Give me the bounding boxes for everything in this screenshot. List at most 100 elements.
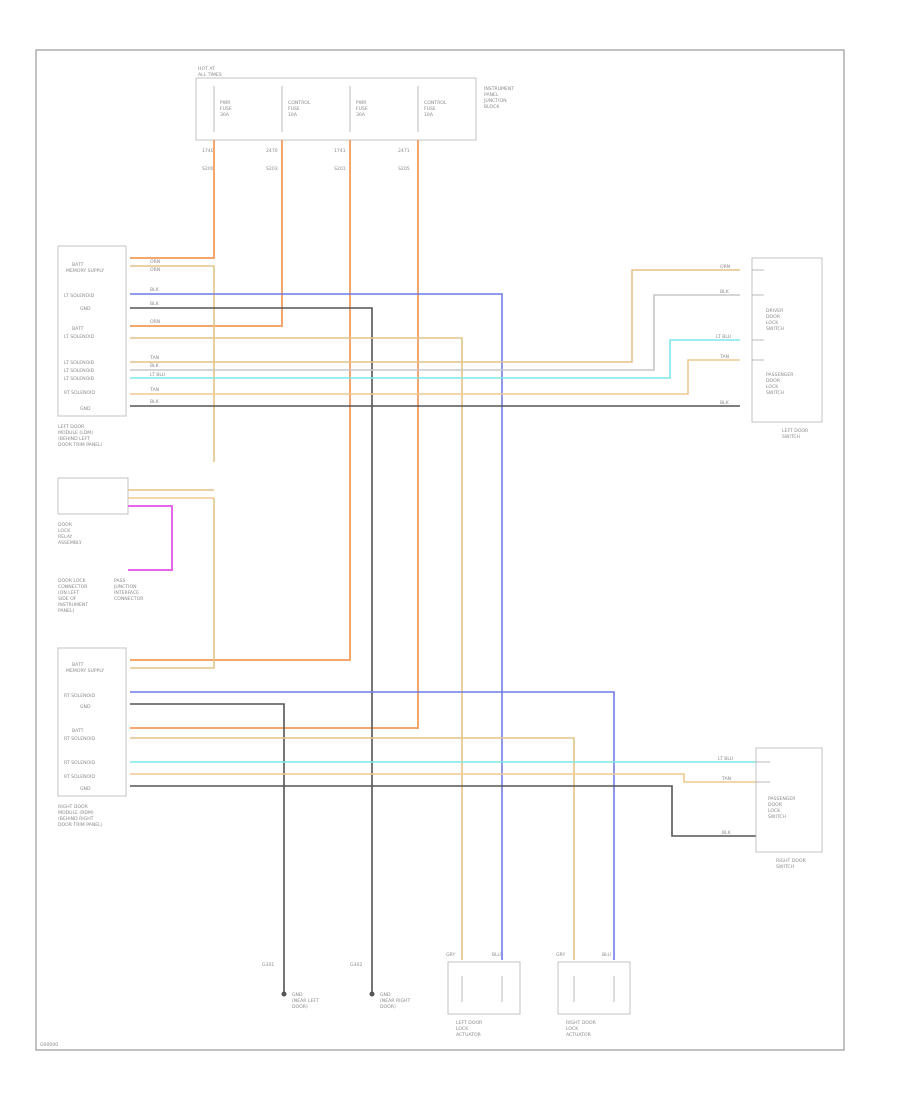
wire-tan-ldm-2 <box>130 337 463 960</box>
right-door-switch: PASSENGER DOOR LOCK SWITCH RIGHT DOOR SW… <box>718 747 823 870</box>
wire-orange-2 <box>130 140 283 327</box>
ldm-pin-label: GND <box>80 306 91 312</box>
wire-tan-rdm-1 <box>130 498 215 669</box>
ground-g302: G302 GND (NEAR RIGHT DOOR) <box>350 962 410 1010</box>
actuator-label: LOCK <box>456 1026 469 1032</box>
right-switch-label: RIGHT DOOR <box>776 858 807 864</box>
wire-dark-rdm-2 <box>130 785 756 837</box>
ldm-wire-labels: ORN ORN BLK BLK ORN TAN BLK LT BLU TAN B… <box>149 259 165 405</box>
ldm-pin-label: LT SOLENOID <box>64 376 95 382</box>
ldm-pin-label: BATT <box>72 326 84 332</box>
switch-sub-label: SWITCH <box>768 814 786 820</box>
switch-sub-label: LOCK <box>766 384 779 390</box>
ground-label: DOOR) <box>292 1004 308 1010</box>
relay-callout: CONNECTOR <box>114 596 144 602</box>
actuator-label: LOCK <box>566 1026 579 1032</box>
relay-callout: JUNCTION <box>113 584 137 590</box>
ldm-outline <box>57 245 127 417</box>
fuse-block-outline <box>195 77 477 141</box>
ground-label: GND <box>292 992 303 998</box>
wire-label: BLU <box>492 952 501 958</box>
actuator-label: ACTUATOR <box>456 1032 482 1038</box>
splice-label: S205 <box>398 166 410 172</box>
wire-label: BLU <box>602 952 611 958</box>
rdm-label: (BEHIND RIGHT <box>58 816 94 822</box>
ldm-label: (BEHIND LEFT <box>58 436 90 442</box>
wire-label: ORN <box>720 264 730 270</box>
ground-label: GND <box>380 992 391 998</box>
rdm-pin-label: BATT <box>72 662 84 668</box>
fuse-label: FUSE <box>424 106 436 112</box>
relay-callout: CONNECTOR <box>58 584 88 590</box>
ldm-label: DOOR TRIM PANEL) <box>58 442 103 448</box>
wire-magenta-relay <box>128 505 173 571</box>
fuse-block: HOT AT ALL TIMES INSTRUMENT PANEL JUNCTI… <box>195 66 514 172</box>
wire-orange-4 <box>130 140 419 729</box>
wire-blue-rdm <box>130 691 615 960</box>
wire-label: BLK <box>720 289 730 295</box>
relay-callout: PASS <box>114 578 126 584</box>
ground-icon <box>281 991 287 997</box>
wire-tan-ldm-3 <box>130 269 740 363</box>
wire-label: BLK <box>150 287 160 293</box>
left-door-module: BATT MEMORY SUPPLY LT SOLENOID GND BATT … <box>57 245 127 448</box>
door-lock-relay: DOOR LOCK RELAY ASSEMBLY DOOR LOCK CONNE… <box>57 477 214 614</box>
wire-peach-ldm <box>130 359 740 395</box>
wire-label: BLK <box>150 301 160 307</box>
right-switch-label: SWITCH <box>776 864 794 870</box>
fuse-block-title-line: ALL TIMES <box>198 72 222 78</box>
fuse-label: 10A <box>288 112 298 118</box>
fuse-label: CONTROL <box>288 100 311 106</box>
circuit-label: 2470 <box>266 148 278 154</box>
circuit-label: 1741 <box>334 148 346 154</box>
ground-id: G302 <box>350 962 362 968</box>
ground-g301: G301 GND (NEAR LEFT DOOR) <box>262 962 319 1010</box>
wire-label: BLK <box>720 400 730 406</box>
rdm-pin-label: RT SOLENOID <box>64 736 96 742</box>
ldm-label: MODULE (LDM) <box>58 430 93 436</box>
ldm-label: LEFT DOOR <box>58 424 85 430</box>
rdm-pin-label: MEMORY SUPPLY <box>66 668 104 674</box>
wire-gray-ldm <box>130 294 740 371</box>
actuator-label: RIGHT DOOR <box>566 1020 597 1026</box>
right-switch-outline <box>755 747 823 853</box>
relay-label: RELAY <box>58 534 73 540</box>
ldm-pin-label: BATT <box>72 262 84 268</box>
splice-label: S200 <box>202 166 214 172</box>
rdm-label: RIGHT DOOR <box>58 804 89 810</box>
ldm-pin-label: LT SOLENOID <box>64 360 95 366</box>
circuit-label: 2471 <box>398 148 410 154</box>
ldm-pin-label: MEMORY SUPPLY <box>66 268 104 274</box>
rdm-pin-label: GND <box>80 704 91 710</box>
fuse-1: PWR FUSE 30A <box>213 86 232 132</box>
wire-cyan-ldm <box>130 339 740 379</box>
actuator-label: LEFT DOOR <box>456 1020 483 1026</box>
wire-label: LT BLU <box>150 372 165 378</box>
wire-label: TAN <box>721 776 731 782</box>
rdm-pin-label: RT SOLENOID <box>64 774 96 780</box>
fuse-block-side-label: JUNCTION <box>483 98 507 104</box>
relay-label: LOCK <box>58 528 71 534</box>
rdm-pin-label: GND <box>80 786 91 792</box>
switch-sub-label: PASSENGER <box>766 372 794 378</box>
switch-sub-label: LOCK <box>766 320 779 326</box>
relay-callout: INSTRUMENT <box>58 602 88 608</box>
fuse-label: PWR <box>356 100 367 106</box>
relay-callout: INTERFACE <box>114 590 139 596</box>
relay-callout: (ON LEFT <box>58 590 79 596</box>
wire-label: LT BLU <box>716 334 731 340</box>
fuse-label: 30A <box>356 112 366 118</box>
switch-sub-label: SWITCH <box>766 326 784 332</box>
wire-orange-1 <box>130 140 215 259</box>
wire-peach-rdm <box>130 773 756 783</box>
ground-id: G301 <box>262 962 274 968</box>
left-switch-label: LEFT DOOR <box>782 428 809 434</box>
fuse-label: FUSE <box>220 106 232 112</box>
relay-connector <box>57 477 129 515</box>
ground-label: DOOR) <box>380 1004 396 1010</box>
switch-sub-label: SWITCH <box>766 390 784 396</box>
relay-callout: DOOR LOCK <box>58 578 87 584</box>
figure-id: G00000 <box>40 1042 58 1048</box>
wire-tan-ldm-1 <box>130 265 215 462</box>
